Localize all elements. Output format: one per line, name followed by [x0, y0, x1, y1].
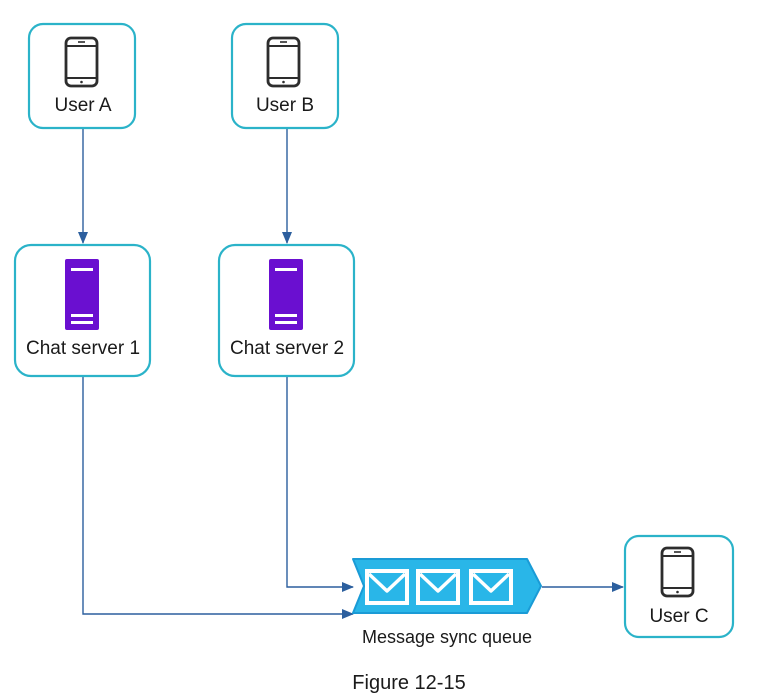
node-chat-server-2[interactable] — [217, 243, 356, 378]
chat-server-1-label: Chat server 1 — [25, 338, 141, 359]
server-icon — [65, 259, 99, 330]
edge-chat-server-1-to-queue — [82, 377, 354, 619]
server-icon — [269, 259, 303, 330]
queue-label: Message sync queue — [361, 627, 533, 647]
node-user-a[interactable] — [27, 22, 137, 130]
edge-chat-server-2-to-queue — [286, 377, 354, 592]
user-c-label: User C — [649, 606, 709, 627]
smartphone-icon — [266, 36, 301, 88]
envelope-icon — [365, 569, 409, 605]
smartphone-icon — [660, 546, 695, 598]
node-chat-server-1[interactable] — [13, 243, 152, 378]
envelope-icon — [416, 569, 460, 605]
user-b-label: User B — [255, 95, 315, 116]
envelope-icon — [469, 569, 513, 605]
node-user-c[interactable] — [623, 534, 735, 639]
node-user-b[interactable] — [230, 22, 340, 130]
figure-caption: Figure 12-15 — [352, 672, 466, 694]
node-message-sync-queue[interactable] — [352, 558, 542, 614]
smartphone-icon — [64, 36, 99, 88]
chat-server-2-label: Chat server 2 — [229, 338, 345, 359]
user-a-label: User A — [54, 95, 112, 116]
